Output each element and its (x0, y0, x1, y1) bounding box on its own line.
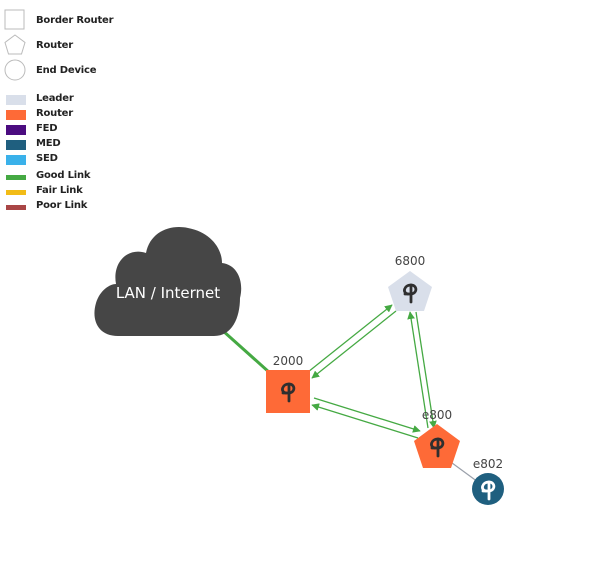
legend-item-router: Router (0, 34, 140, 58)
fed-swatch (6, 125, 26, 135)
legend-label: Poor Link (36, 200, 88, 211)
legend-item-med: MED (0, 138, 140, 152)
node-e802[interactable]: e802 (472, 457, 504, 505)
link-e800-e802 (447, 459, 479, 483)
legend-item-poor-link: Poor Link (0, 200, 140, 214)
legend-label: Border Router (36, 15, 114, 26)
legend-label: End Device (36, 65, 97, 76)
good-link-swatch (6, 175, 26, 180)
node-2000[interactable]: 2000 (266, 354, 310, 413)
cloud-node[interactable]: LAN / Internet (94, 227, 242, 336)
thread-logo-icon (281, 382, 296, 403)
pentagon-icon (4, 34, 26, 56)
legend-label: MED (36, 138, 61, 149)
thread-logo-icon (481, 480, 496, 501)
poor-link-swatch (6, 205, 26, 210)
link-6800-2000[interactable] (311, 310, 397, 379)
leader-swatch (6, 95, 26, 105)
link-2000-6800[interactable] (307, 304, 393, 373)
cloud-icon (94, 227, 242, 336)
legend-label: SED (36, 153, 58, 164)
node-label: e800 (422, 408, 452, 422)
links (220, 304, 479, 483)
square-icon (4, 9, 26, 31)
legend-item-leader: Leader (0, 93, 140, 107)
link-e800-6800[interactable] (407, 311, 429, 429)
link-2000-e800[interactable] (313, 397, 421, 433)
sed-swatch (6, 155, 26, 165)
fair-link-swatch (6, 190, 26, 195)
link-e800-2000[interactable] (311, 403, 419, 439)
legend: Border Router Router End Device Leader R… (0, 0, 140, 230)
legend-item-good-link: Good Link (0, 170, 140, 184)
legend-label: FED (36, 123, 58, 134)
thread-logo-icon (403, 283, 418, 304)
node-label: 6800 (395, 254, 426, 268)
legend-item-fair-link: Fair Link (0, 185, 140, 199)
router-swatch (6, 110, 26, 120)
node-6800[interactable]: 6800 (388, 254, 432, 311)
link-6800-e800[interactable] (415, 311, 437, 429)
legend-item-fed: FED (0, 123, 140, 137)
legend-label: Good Link (36, 170, 91, 181)
thread-logo-icon (430, 437, 445, 458)
legend-item-border-router: Border Router (0, 9, 140, 33)
legend-label: Router (36, 108, 73, 119)
legend-label: Fair Link (36, 185, 83, 196)
legend-label: Router (36, 40, 73, 51)
legend-item-router-role: Router (0, 108, 140, 122)
node-label: 2000 (273, 354, 304, 368)
circle-icon (4, 59, 26, 81)
node-e800[interactable]: e800 (414, 408, 460, 468)
cloud-label: LAN / Internet (116, 284, 220, 302)
legend-item-end-device: End Device (0, 59, 140, 83)
link-cloud-2000 (220, 328, 272, 375)
legend-item-sed: SED (0, 153, 140, 167)
node-label: e802 (473, 457, 503, 471)
med-swatch (6, 140, 26, 150)
legend-label: Leader (36, 93, 74, 104)
